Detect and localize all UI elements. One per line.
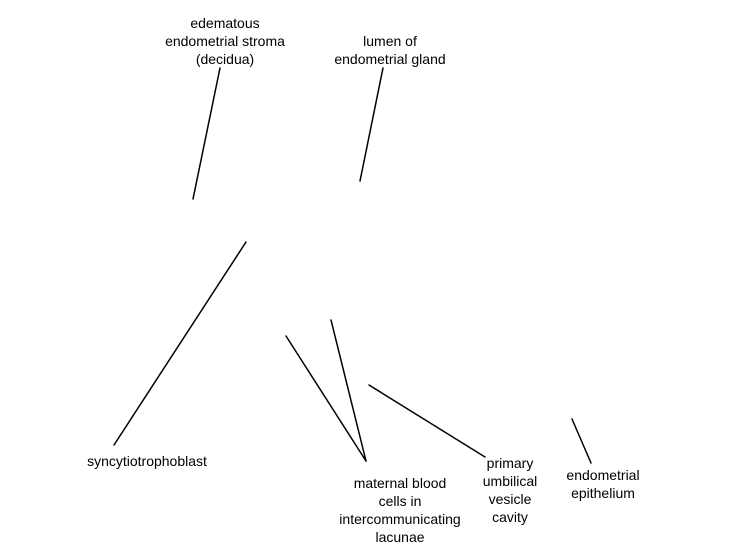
leader-line-syncytiotrophoblast xyxy=(113,241,247,446)
leader-line-epithelium xyxy=(571,418,592,464)
label-primary-umbilical-vesicle-cavity: primary umbilical vesicle cavity xyxy=(482,455,538,525)
label-syncytiotrophoblast: syncytiotrophoblast xyxy=(87,453,207,469)
leader-line-maternal-blood-b xyxy=(330,319,367,462)
label-maternal-blood-cells: maternal blood cells in intercommunicati… xyxy=(339,475,461,545)
leader-line-maternal-blood-a xyxy=(285,335,367,462)
label-endometrial-epithelium: endometrial epithelium xyxy=(566,467,640,501)
leader-line-umbilical-vesicle xyxy=(368,384,486,458)
leader-line-lumen xyxy=(359,67,384,182)
label-lumen-of-endometrial-gland: lumen of endometrial gland xyxy=(334,33,446,67)
leader-line-stroma xyxy=(192,67,221,200)
label-edematous-endometrial-stroma: edematous endometrial stroma (decidua) xyxy=(165,15,285,67)
